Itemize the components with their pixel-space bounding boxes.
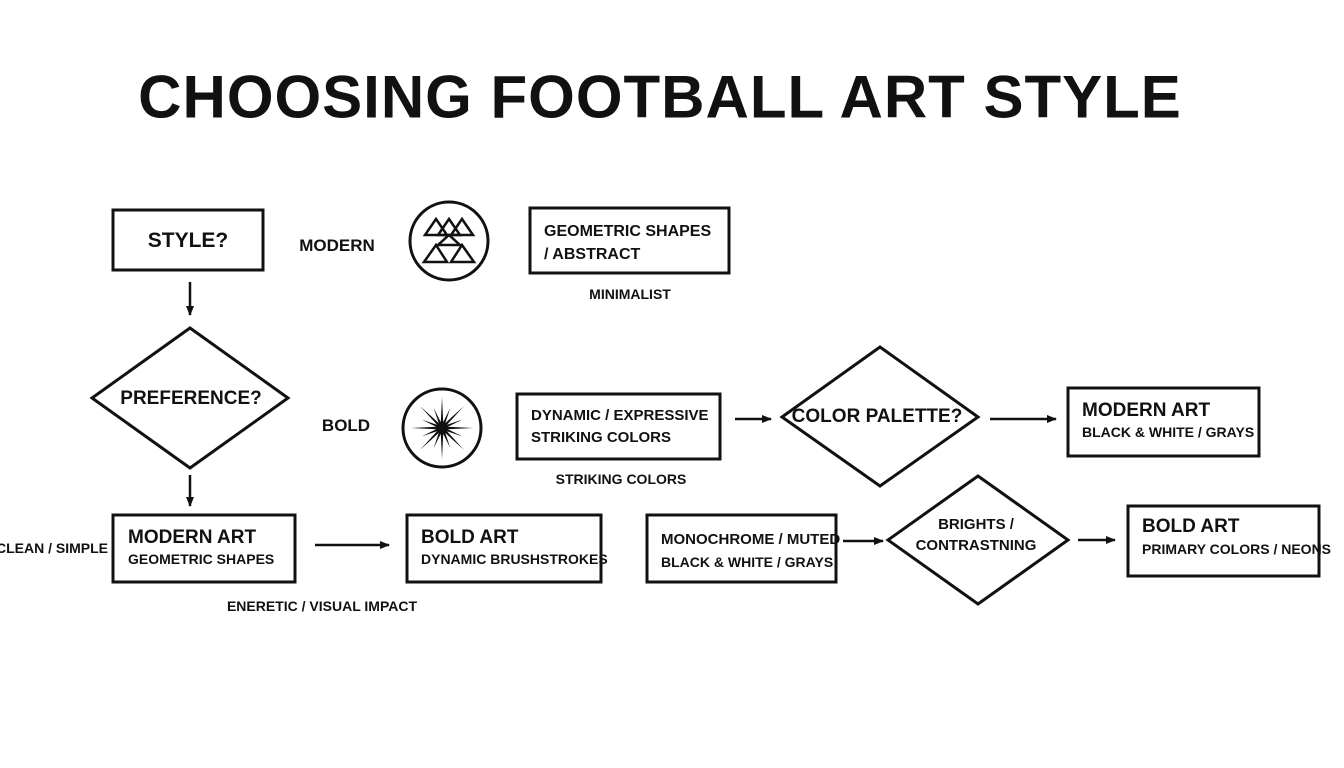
bold-art-right-title: BOLD ART — [1142, 516, 1240, 537]
modern-art-bottom-box — [111, 513, 297, 584]
bold-art-mid-box — [405, 513, 603, 584]
style-box — [111, 208, 265, 272]
monochrome-line2: BLACK & WHITE / GRAYS — [661, 554, 834, 570]
bold-label: BOLD — [321, 416, 371, 435]
page-title: CHOOSING FOOTBALL ART STYLE — [138, 63, 1182, 131]
monochrome-box — [645, 513, 838, 584]
brights-node: BRIGHTS / CONTRASTNING — [916, 514, 1037, 556]
brights-diamond — [885, 474, 1071, 606]
energetic-label: ENERETIC / VISUAL IMPACT — [226, 598, 418, 614]
geometric-box — [528, 206, 731, 275]
color-palette-node-label: COLOR PALETTE? — [791, 406, 963, 427]
color-palette-diamond — [779, 345, 981, 488]
modern-art-top-title: MODERN ART — [1082, 400, 1211, 421]
dynamic-box — [515, 392, 722, 461]
bold-art-mid-title: BOLD ART — [421, 527, 519, 548]
modern-art-top-sub: BLACK & WHITE / GRAYS — [1082, 424, 1255, 440]
modern-art-top-box — [1066, 386, 1261, 458]
brights-line1: BRIGHTS / — [938, 516, 1014, 533]
monochrome-line1: MONOCHROME / MUTED — [661, 531, 841, 548]
dynamic-line2: STRIKING COLORS — [531, 429, 672, 446]
geometric-node: GEOMETRIC SHAPES / ABSTRACT — [544, 220, 711, 266]
bold-art-mid-sub: DYNAMIC BRUSHSTROKES — [421, 551, 608, 567]
striking-colors-label: STRIKING COLORS — [555, 471, 687, 487]
clean-simple-label: CLEAN / SIMPLE — [0, 540, 109, 556]
modern-art-bottom-node: MODERN ART GEOMETRIC SHAPES — [128, 527, 274, 567]
geometric-line2: / ABSTRACT — [544, 246, 641, 263]
preference-diamond — [89, 326, 291, 470]
modern-art-top-node: MODERN ART BLACK & WHITE / GRAYS — [1082, 400, 1254, 440]
bold-art-right-node: BOLD ART PRIMARY COLORS / NEONS — [1142, 516, 1331, 557]
triangles-in-circle-icon — [408, 200, 490, 282]
bold-art-right-sub: PRIMARY COLORS / NEONS — [1142, 541, 1332, 557]
monochrome-node: MONOCHROME / MUTED BLACK & WHITE / GRAYS — [661, 528, 840, 574]
style-node-label: STYLE? — [147, 229, 229, 252]
bold-art-mid-node: BOLD ART DYNAMIC BRUSHSTROKES — [421, 527, 608, 567]
dynamic-line1: DYNAMIC / EXPRESSIVE — [531, 407, 709, 424]
geometric-line1: GEOMETRIC SHAPES — [544, 223, 712, 240]
bold-art-right-box — [1126, 504, 1321, 578]
modern-label: MODERN — [299, 236, 375, 255]
modern-art-bottom-sub: GEOMETRIC SHAPES — [128, 551, 275, 567]
starburst-in-circle-icon — [401, 387, 483, 469]
preference-node-label: PREFERENCE? — [120, 388, 262, 409]
dynamic-node: DYNAMIC / EXPRESSIVE STRIKING COLORS — [531, 405, 709, 449]
brights-line2: CONTRASTNING — [915, 537, 1037, 554]
minimalist-label: MINIMALIST — [589, 286, 671, 302]
modern-art-bottom-title: MODERN ART — [128, 527, 257, 548]
